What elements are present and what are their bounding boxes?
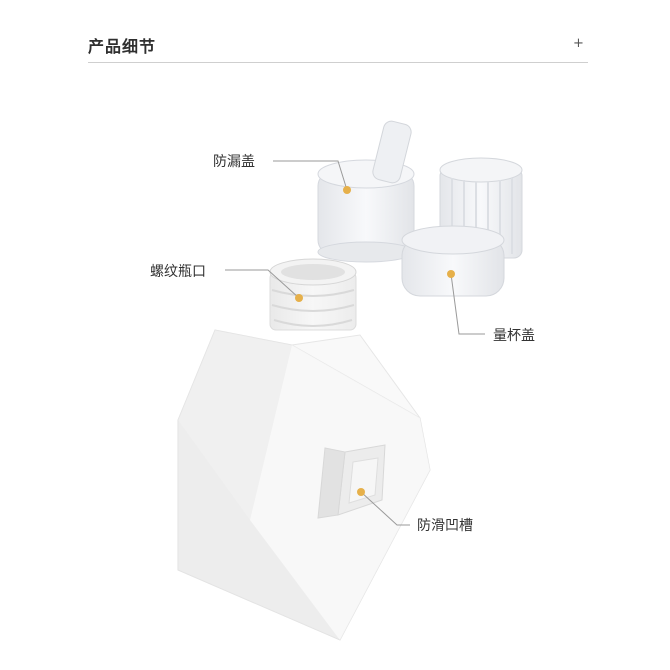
label-measuring-cap: 量杯盖 bbox=[493, 328, 535, 344]
threaded-neck bbox=[269, 258, 357, 331]
measuring-cup-cap bbox=[401, 157, 523, 297]
label-leak-cap: 防漏盖 bbox=[213, 154, 255, 170]
leader-line-measuring-cap bbox=[450, 273, 485, 335]
section-title: 产品细节 bbox=[88, 37, 157, 56]
bottle-body bbox=[177, 329, 431, 641]
callout-dot-leak-cap bbox=[343, 186, 351, 194]
callout-dot-grip-groove bbox=[357, 488, 365, 496]
callout-dot-thread-mouth bbox=[295, 294, 303, 302]
label-grip-groove: 防滑凹槽 bbox=[417, 518, 473, 534]
label-thread-mouth: 螺纹瓶口 bbox=[150, 264, 206, 280]
grip-groove bbox=[317, 444, 386, 519]
header-divider bbox=[88, 62, 588, 63]
callout-dot-measuring-cap bbox=[447, 270, 455, 278]
leader-line-thread-mouth bbox=[225, 269, 300, 299]
plus-icon[interactable]: + bbox=[573, 36, 584, 51]
leader-line-grip-groove bbox=[360, 491, 410, 526]
leak-proof-cap bbox=[317, 120, 415, 263]
leader-line-leak-cap bbox=[273, 160, 348, 191]
